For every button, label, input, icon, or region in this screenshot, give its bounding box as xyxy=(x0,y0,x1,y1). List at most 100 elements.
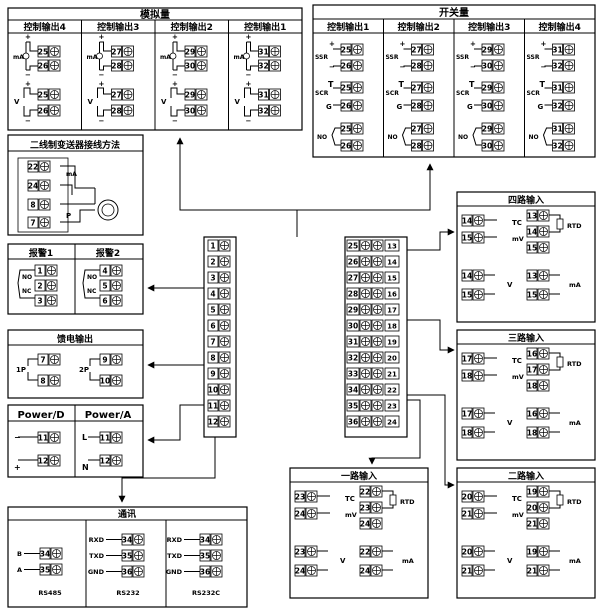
terminal-number-box xyxy=(346,383,360,396)
no-label: NO xyxy=(529,134,539,141)
minus-sign: − xyxy=(172,117,178,125)
terminal-screw-icon xyxy=(472,288,485,301)
wire xyxy=(246,65,259,71)
terminal-number: 30 xyxy=(482,62,492,71)
terminal-number: 26 xyxy=(341,102,351,111)
terminal-number-box xyxy=(346,351,360,364)
terminal-screw-icon xyxy=(563,43,575,56)
terminal-number-box xyxy=(461,545,473,558)
scr-label: SCR xyxy=(315,90,329,97)
terminal-screw-icon xyxy=(351,59,364,72)
comm-name: RS232C xyxy=(192,589,220,597)
gate-label: G xyxy=(538,103,544,111)
terminal-number: 5 xyxy=(210,306,215,315)
terminal-number-box xyxy=(207,415,219,428)
terminal-screw-icon xyxy=(218,399,231,412)
wire xyxy=(89,358,100,366)
ma-label: mA xyxy=(402,557,414,565)
terminal-number: 24 xyxy=(28,182,38,191)
terminal-screw-icon xyxy=(371,271,384,284)
terminal-number: 18 xyxy=(527,429,537,438)
terminal-number: 32 xyxy=(552,62,562,71)
input-title: 四路输入 xyxy=(508,194,544,206)
gate-label: G xyxy=(467,103,473,111)
terminal-screw-icon xyxy=(122,45,134,58)
plus-sign: + xyxy=(25,33,31,41)
terminal-screw-icon xyxy=(537,347,550,360)
comm-title: 通讯 xyxy=(118,508,136,520)
wire xyxy=(407,228,455,251)
relay-contact-icon xyxy=(542,127,553,146)
terminal-number: 7 xyxy=(30,219,35,228)
minus-sign: − xyxy=(246,71,252,79)
terminal-screw-icon xyxy=(537,426,550,439)
plus-sign: + xyxy=(329,40,335,48)
terminal-number-box xyxy=(461,269,473,282)
wire xyxy=(60,165,95,189)
terminal-screw-icon xyxy=(110,431,123,444)
terminal-number-box xyxy=(359,485,371,498)
terminal-screw-icon xyxy=(132,549,145,562)
wire xyxy=(97,87,112,98)
terminal-number: 31 xyxy=(552,46,562,55)
no-label: NO xyxy=(458,134,468,141)
terminal-number: 28 xyxy=(111,107,121,116)
terminal-number: 18 xyxy=(462,429,472,438)
scr-symbol: T xyxy=(469,80,475,89)
terminal-number: 35 xyxy=(348,402,358,411)
ssr-label: SSR xyxy=(527,54,540,61)
terminal-screw-icon xyxy=(422,99,434,112)
plus-sign: + xyxy=(25,80,31,88)
terminal-number: 29 xyxy=(185,48,195,57)
terminal-screw-icon xyxy=(218,367,231,380)
rtd-label: RTD xyxy=(400,498,415,506)
terminal-number: 34 xyxy=(200,536,210,545)
ma-label: mA xyxy=(160,54,171,61)
terminal-screw-icon xyxy=(371,319,384,332)
terminal-number-box xyxy=(207,271,219,284)
terminal-number: 34 xyxy=(122,536,132,545)
terminal-number-box xyxy=(294,545,306,558)
terminal-number: 15 xyxy=(387,275,397,283)
terminal-screw-icon xyxy=(110,454,123,467)
analog-column-header: 控制输出2 xyxy=(171,21,213,33)
terminal-screw-icon xyxy=(218,255,231,268)
terminal-number-box xyxy=(526,501,538,514)
terminal-number-box xyxy=(384,383,400,396)
terminal-screw-icon xyxy=(492,99,505,112)
terminal-screw-icon xyxy=(537,288,550,301)
terminal-screw-icon xyxy=(45,279,58,292)
terminal-screw-icon xyxy=(371,351,384,364)
terminal-number: 23 xyxy=(360,504,370,513)
wire xyxy=(26,41,38,52)
terminal-screw-icon xyxy=(122,88,134,101)
terminal-number: 8 xyxy=(30,201,35,210)
terminal-screw-icon xyxy=(359,319,372,332)
mv-label: mV xyxy=(512,373,524,381)
switch-column-header: 控制输出2 xyxy=(398,21,440,33)
terminal-number: 25 xyxy=(38,48,48,57)
terminal-number: 13 xyxy=(527,212,537,221)
relay-contact-icon xyxy=(82,269,100,299)
minus-sign: − xyxy=(172,71,178,79)
terminal-number: 7 xyxy=(210,338,215,347)
terminal-screw-icon xyxy=(269,45,281,58)
v-label: V xyxy=(161,98,167,106)
terminal-screw-icon xyxy=(359,287,372,300)
terminal-number: 13 xyxy=(527,272,537,281)
switch-column-header: 控制输出3 xyxy=(468,21,510,33)
plus-sign: + xyxy=(99,80,105,88)
terminal-number-box xyxy=(384,287,400,300)
tc-label: TC xyxy=(512,219,522,227)
terminal-number-box xyxy=(207,383,219,396)
terminal-number: 11 xyxy=(208,402,218,411)
terminal-number: 24 xyxy=(360,567,370,576)
terminal-number: 14 xyxy=(462,217,472,226)
terminal-number-box xyxy=(526,209,538,222)
terminal-number: 4 xyxy=(102,267,107,276)
terminal-number: 9 xyxy=(210,370,215,379)
comm-signal-label: GND xyxy=(88,568,105,576)
terminal-number: 28 xyxy=(411,142,421,151)
minus-sign: − xyxy=(25,71,31,79)
comm-signal-label: TXD xyxy=(167,552,182,560)
